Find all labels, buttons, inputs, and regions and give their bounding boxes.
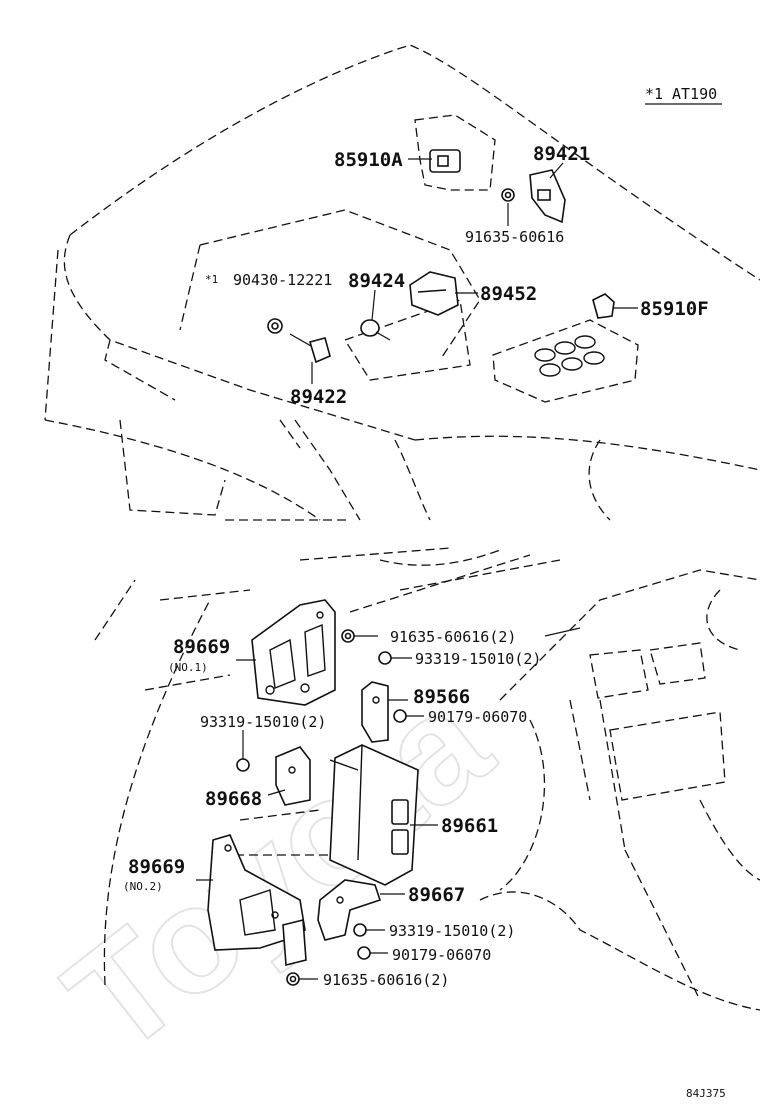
label-89669-no2-sub: (NO.2) (123, 880, 163, 893)
label-90430: 90430-12221 (233, 271, 332, 289)
label-89421: 89421 (533, 143, 590, 165)
screw-93319-a (378, 651, 392, 665)
label-89669-no1: 89669 (173, 636, 230, 658)
label-93319-c: 93319-15010(2) (389, 922, 515, 940)
label-91635-bottom: 91635-60616(2) (323, 971, 449, 989)
label-89452: 89452 (480, 283, 537, 305)
bracket-89669-no1 (251, 599, 336, 706)
label-85910a: 85910A (334, 149, 403, 171)
top-note-text: AT190 (672, 85, 717, 103)
label-93319-b: 93319-15010(2) (200, 713, 326, 731)
label-85910f: 85910F (640, 298, 709, 320)
label-89669-no2: 89669 (128, 856, 185, 878)
nut-90179-b (357, 946, 371, 960)
label-93319-a: 93319-15010(2) (415, 650, 541, 668)
sensor-89421 (529, 169, 566, 224)
nut-90179-a (393, 709, 407, 723)
bolt-91635-mid (341, 629, 355, 643)
relay-85910f (592, 293, 615, 319)
label-89667: 89667 (408, 884, 465, 906)
module-89452 (409, 271, 459, 316)
drawing-code: 84J375 (686, 1087, 726, 1100)
top-leader-lines (311, 158, 638, 384)
label-89424: 89424 (348, 270, 405, 292)
bracket-89668 (275, 746, 311, 806)
label-91635-mid: 91635-60616(2) (390, 628, 516, 646)
nut-90430 (267, 318, 283, 334)
top-note-marker: *1 (645, 85, 663, 103)
label-89668: 89668 (205, 788, 262, 810)
switch-89422 (289, 333, 331, 364)
engine-bay-outline (44, 44, 760, 521)
label-89566: 89566 (413, 686, 470, 708)
label-89661: 89661 (441, 815, 498, 837)
relay-block-85910a (414, 114, 496, 191)
fuse-box (492, 319, 639, 403)
screw-93319-b (236, 758, 250, 772)
label-90430-marker: *1 (205, 273, 218, 286)
label-89422: 89422 (290, 386, 347, 408)
label-90179-b: 90179-06070 (392, 946, 491, 964)
label-90179-a: 90179-06070 (428, 708, 527, 726)
dashboard-outline (94, 547, 760, 1011)
bracket-89669-no2 (207, 834, 307, 967)
label-89669-no1-sub: (NO.1) (168, 661, 208, 674)
ecu-89661 (329, 744, 419, 886)
bracket-89566 (361, 681, 389, 743)
bottom-leader-lines (196, 627, 581, 980)
bolt-91635-bottom (286, 972, 300, 986)
bolt-91635-top (501, 188, 515, 202)
sensor-89424 (360, 319, 391, 341)
label-91635-top: 91635-60616 (465, 228, 564, 246)
bracket-89667 (317, 879, 382, 941)
screw-93319-c (353, 923, 367, 937)
